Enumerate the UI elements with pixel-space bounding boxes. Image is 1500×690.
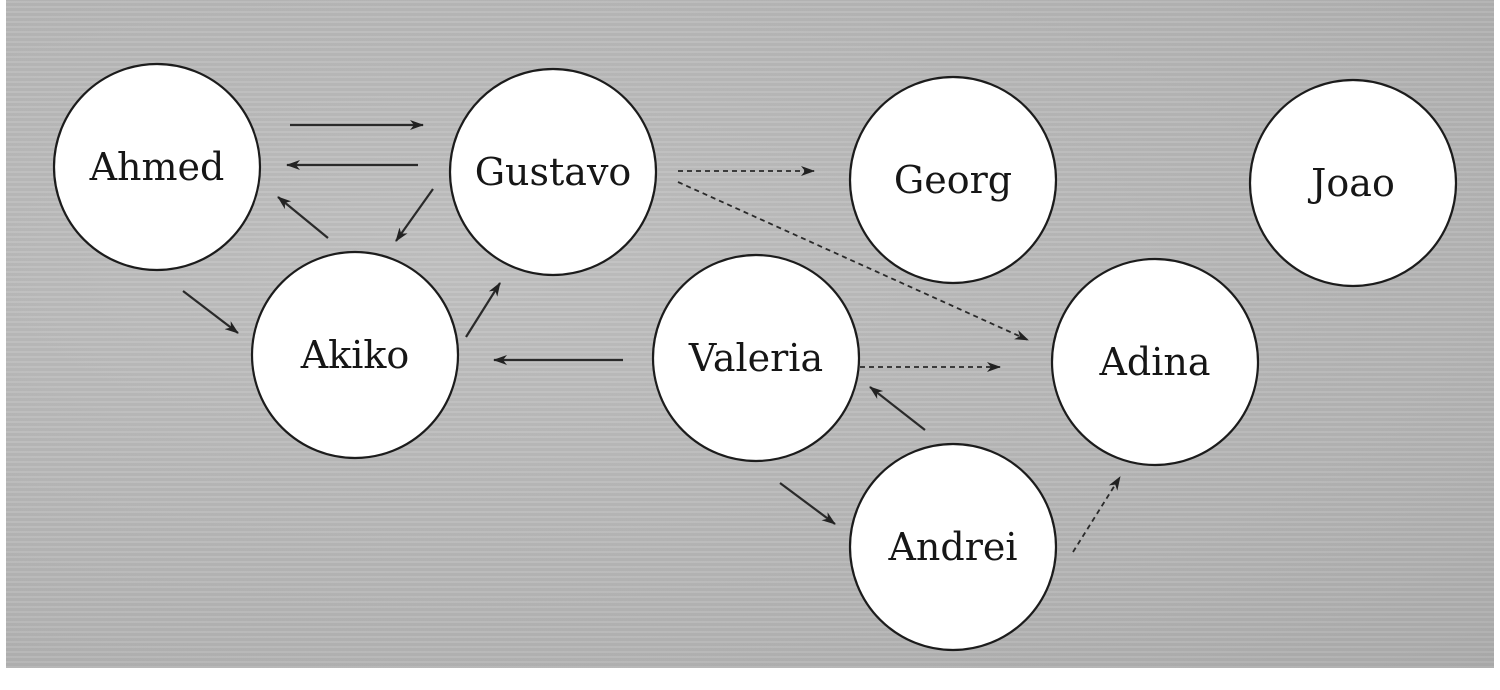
node-circle-akiko bbox=[250, 250, 460, 460]
edge-gustavo-to-akiko bbox=[395, 188, 434, 242]
edge-akiko-to-gustavo bbox=[465, 282, 501, 338]
node-georg: Georg bbox=[848, 75, 1058, 285]
node-akiko: Akiko bbox=[250, 250, 460, 460]
node-circle-ahmed bbox=[52, 62, 262, 272]
node-label-adina: Adina bbox=[1098, 340, 1210, 384]
node-label-joao: Joao bbox=[1307, 161, 1395, 205]
node-circle-adina bbox=[1050, 257, 1260, 467]
edge-akiko-to-ahmed bbox=[277, 196, 329, 239]
node-joao: Joao bbox=[1248, 78, 1458, 288]
node-ahmed: Ahmed bbox=[52, 62, 262, 272]
node-circle-georg bbox=[848, 75, 1058, 285]
edges-layer bbox=[182, 120, 1121, 553]
node-circle-gustavo bbox=[448, 67, 658, 277]
node-label-andrei: Andrei bbox=[887, 525, 1017, 569]
edge-andrei-to-adina bbox=[1072, 476, 1121, 553]
edge-gustavo-to-adina bbox=[677, 181, 1029, 341]
node-circle-andrei bbox=[848, 442, 1058, 652]
node-label-akiko: Akiko bbox=[300, 333, 410, 377]
node-circle-joao bbox=[1248, 78, 1458, 288]
node-gustavo: Gustavo bbox=[448, 67, 658, 277]
node-label-gustavo: Gustavo bbox=[475, 150, 632, 194]
edge-valeria-to-andrei bbox=[779, 482, 836, 525]
node-valeria: Valeria bbox=[651, 253, 861, 463]
node-circle-valeria bbox=[651, 253, 861, 463]
node-label-georg: Georg bbox=[894, 158, 1012, 202]
node-adina: Adina bbox=[1050, 257, 1260, 467]
node-andrei: Andrei bbox=[848, 442, 1058, 652]
edge-ahmed-to-akiko bbox=[182, 290, 239, 334]
node-label-ahmed: Ahmed bbox=[89, 145, 225, 189]
edge-andrei-to-valeria bbox=[869, 386, 926, 431]
node-label-valeria: Valeria bbox=[688, 336, 823, 380]
